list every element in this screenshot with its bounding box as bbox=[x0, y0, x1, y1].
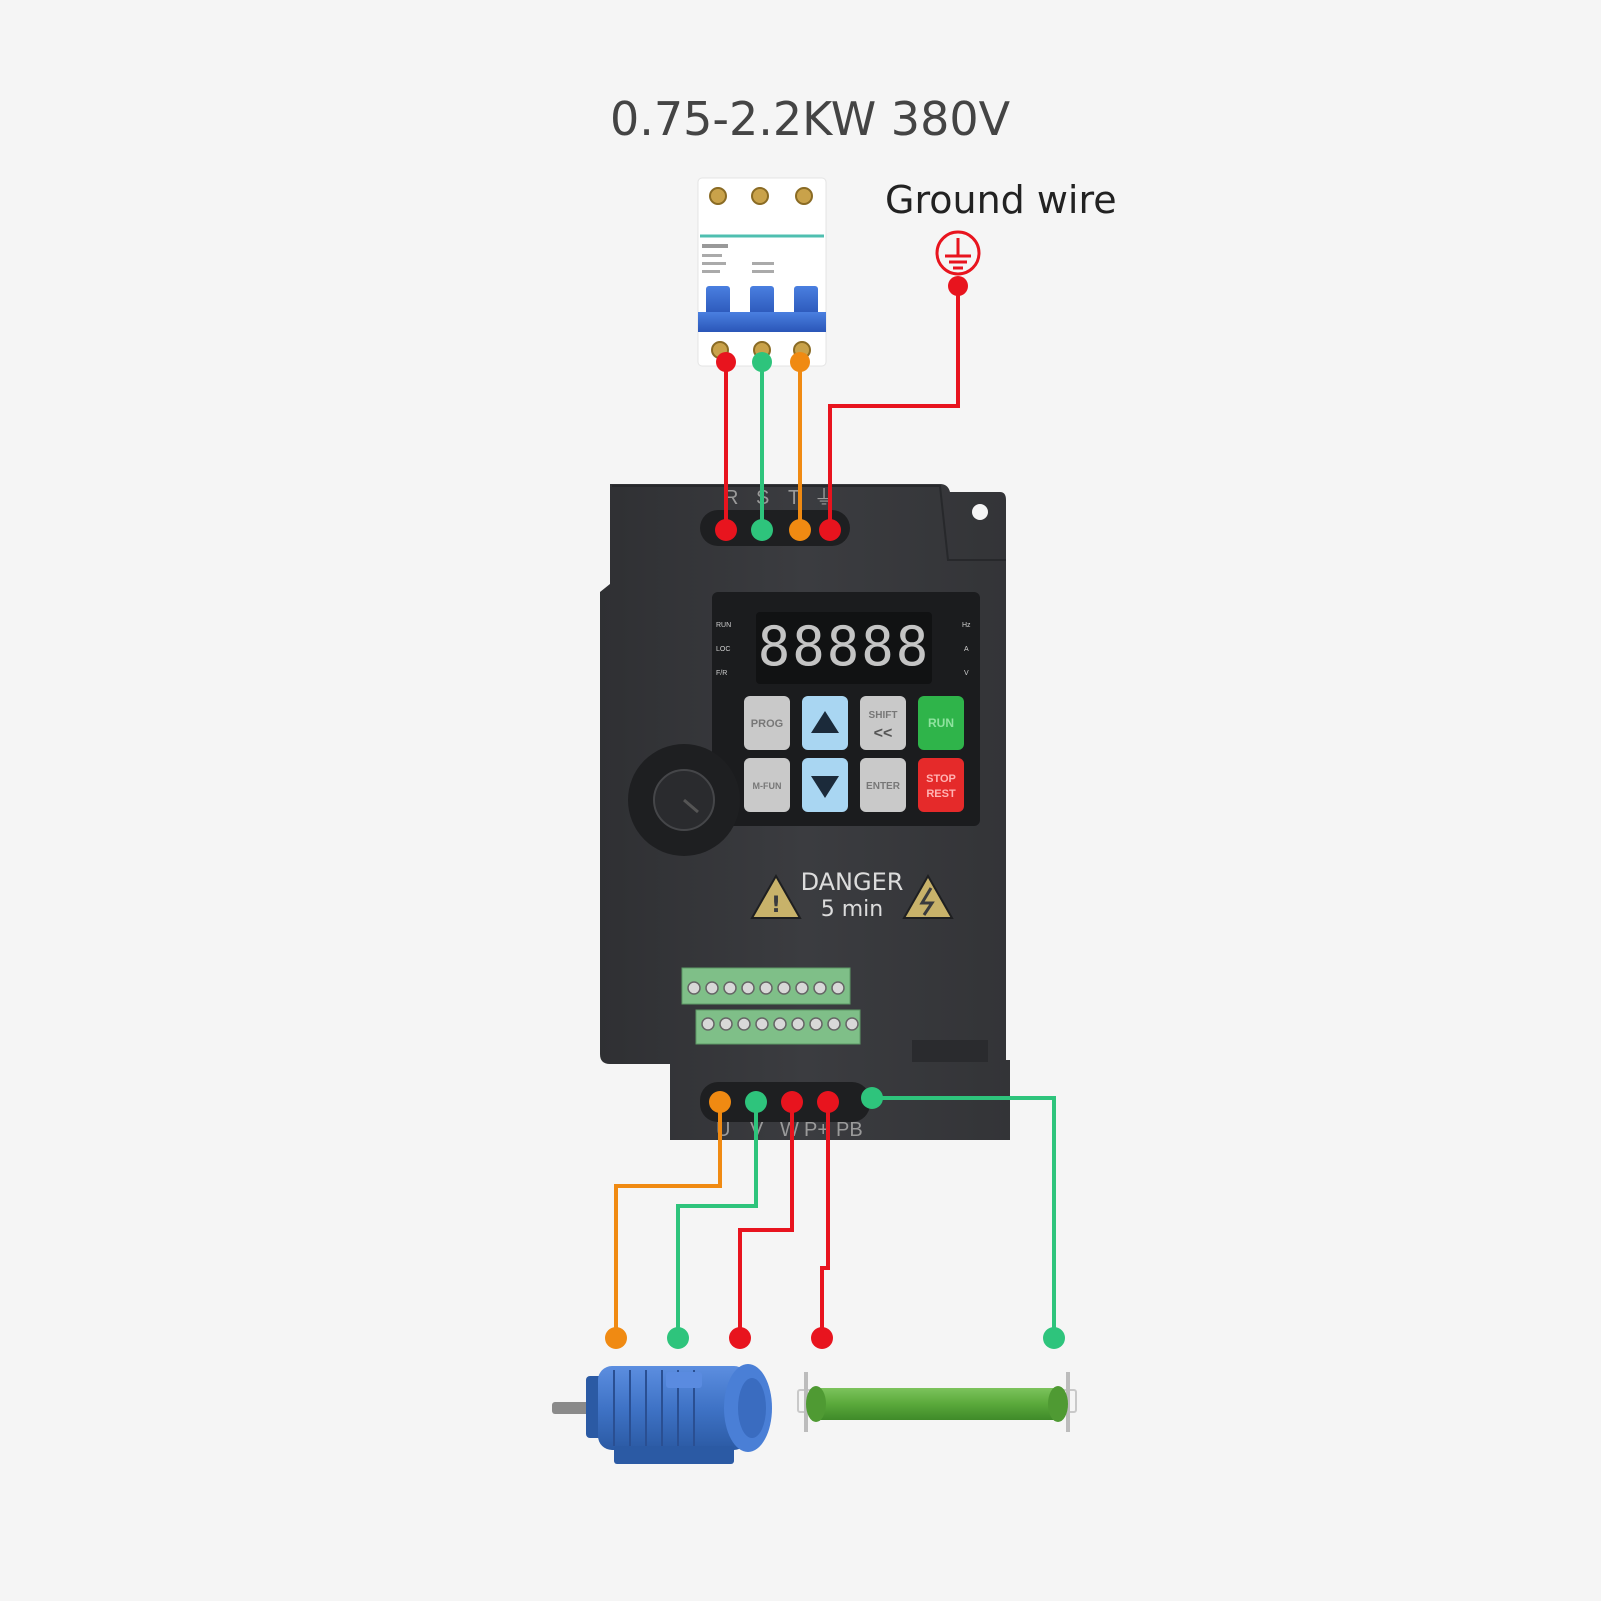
terminal-label-w: W bbox=[780, 1119, 799, 1141]
stop-reset-button[interactable]: STOP REST bbox=[918, 758, 964, 812]
run-button[interactable]: RUN bbox=[918, 696, 964, 750]
input-wire-dots bbox=[715, 276, 968, 541]
m-fun-button[interactable]: M-FUN bbox=[744, 758, 790, 812]
up-button[interactable] bbox=[802, 696, 848, 750]
control-terminal-block bbox=[681, 967, 861, 1045]
speed-knob[interactable] bbox=[628, 744, 740, 856]
indicator-loc: LOC bbox=[716, 646, 730, 653]
breaker-top-screw-3 bbox=[795, 187, 813, 205]
svg-text:!: ! bbox=[771, 893, 781, 918]
output-wires bbox=[614, 1096, 1056, 1338]
shift-button-arrows: << bbox=[874, 725, 893, 742]
wire-p-plus bbox=[820, 1102, 830, 1338]
wire-w bbox=[738, 1102, 794, 1338]
up-arrow-icon bbox=[811, 711, 839, 733]
wire-v bbox=[676, 1102, 758, 1338]
wire-pb bbox=[872, 1096, 1056, 1338]
prog-button-label: PROG bbox=[751, 718, 783, 730]
breaker-top-screw-2 bbox=[751, 187, 769, 205]
danger-time-label: 5 min bbox=[821, 897, 883, 922]
terminal-label-p-plus: P+ bbox=[804, 1119, 829, 1141]
led-display-digits: 88888 bbox=[758, 615, 931, 678]
motor-icon bbox=[552, 1364, 772, 1464]
circuit-breaker bbox=[697, 177, 827, 367]
down-arrow-icon bbox=[811, 776, 839, 798]
stop-button-label: STOP bbox=[926, 773, 956, 785]
enter-button[interactable]: ENTER bbox=[860, 758, 906, 812]
shift-button[interactable]: SHIFT << bbox=[860, 696, 906, 750]
wire-ground bbox=[828, 286, 960, 530]
wire-u bbox=[614, 1102, 722, 1338]
ground-icon bbox=[935, 230, 981, 276]
danger-label: DANGER bbox=[801, 868, 904, 896]
indicator-v: V bbox=[964, 670, 969, 677]
high-voltage-icon-right bbox=[902, 873, 954, 919]
indicator-hz: Hz bbox=[962, 622, 971, 629]
indicator-fr: F/R bbox=[716, 670, 727, 677]
m-fun-button-label: M-FUN bbox=[753, 781, 782, 791]
input-wires bbox=[724, 286, 960, 530]
mounting-hole bbox=[972, 504, 988, 520]
run-button-label: RUN bbox=[928, 716, 954, 730]
enter-button-label: ENTER bbox=[866, 781, 901, 792]
reset-button-label: REST bbox=[926, 788, 956, 800]
prog-button[interactable]: PROG bbox=[744, 696, 790, 750]
terminal-label-t: T bbox=[788, 487, 800, 509]
rating-title: 0.75-2.2KW 380V bbox=[610, 92, 1011, 146]
ground-wire-label: Ground wire bbox=[885, 178, 1117, 222]
breaker-top-screw-1 bbox=[709, 187, 727, 205]
indicator-run: RUN bbox=[716, 622, 731, 629]
down-button[interactable] bbox=[802, 758, 848, 812]
output-wire-dots bbox=[605, 1087, 1065, 1349]
terminal-label-pb: PB bbox=[836, 1119, 863, 1141]
breaker-toggle-handles bbox=[698, 286, 826, 332]
frequency-inverter: R S T ⏚ 88888 RUN LOC F/R Hz A V PROG SH bbox=[600, 484, 1010, 1141]
led-display-window bbox=[756, 612, 932, 684]
shift-button-label: SHIFT bbox=[869, 710, 898, 721]
braking-resistor-icon bbox=[797, 1372, 1077, 1432]
warning-triangle-icon-left: ! bbox=[750, 873, 802, 919]
indicator-a: A bbox=[964, 646, 969, 653]
